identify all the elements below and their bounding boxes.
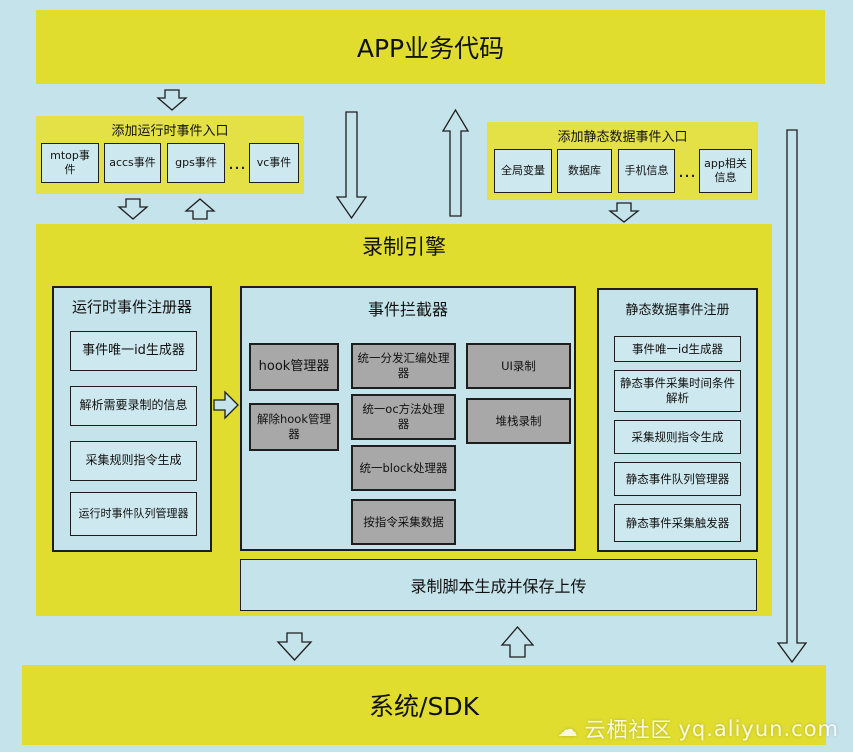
arrow-engine-to-app	[441, 108, 470, 217]
static-registrar-item-trigger: 静态事件采集触发器	[614, 504, 741, 542]
static-entry-ellipsis: …	[678, 160, 696, 182]
runtime-entry-box: 添加运行时事件入口 mtop事件 accs事件 gps事件 … vc事件	[36, 116, 304, 194]
script-upload-bar: 录制脚本生成并保存上传	[240, 559, 757, 611]
arrow-runtime-entry-down	[117, 198, 149, 220]
static-entry-box: 添加静态数据事件入口 全局变量 数据库 手机信息 … app相关信息	[487, 122, 758, 200]
static-registrar-item-rule: 采集规则指令生成	[614, 420, 741, 454]
app-layer: APP业务代码	[36, 10, 825, 84]
interceptor-block: 统一block处理器	[351, 445, 456, 491]
runtime-entry-item-vc: vc事件	[249, 143, 299, 183]
static-registrar-title: 静态数据事件注册	[625, 302, 730, 318]
static-registrar-item-time-condition: 静态事件采集时间条件解析	[614, 370, 741, 412]
script-upload-label: 录制脚本生成并保存上传	[410, 577, 587, 596]
static-registrar: 静态数据事件注册 事件唯一id生成器 静态事件采集时间条件解析 采集规则指令生成…	[597, 288, 758, 552]
static-entry-title: 添加静态数据事件入口	[557, 129, 688, 145]
watermark-brand: 云栖社区	[584, 718, 673, 742]
runtime-registrar-item-rule: 采集规则指令生成	[70, 441, 197, 481]
interceptor-oc-method: 统一oc方法处理器	[351, 394, 456, 440]
arrow-app-to-runtime-entry	[156, 89, 188, 111]
runtime-registrar-item-parse: 解析需要录制的信息	[70, 386, 197, 426]
static-entry-item-app: app相关信息	[699, 149, 752, 193]
static-entry-item-global: 全局变量	[494, 149, 552, 193]
arrow-system-to-engine	[500, 626, 535, 658]
runtime-entry-item-accs: accs事件	[104, 143, 161, 183]
app-layer-label: APP业务代码	[356, 34, 505, 63]
interceptor-ui-record: UI录制	[466, 343, 571, 389]
runtime-registrar-item-id: 事件唯一id生成器	[70, 331, 197, 371]
runtime-entry-item-gps: gps事件	[167, 143, 225, 183]
arrow-static-entry-down	[608, 202, 640, 223]
interceptor-hook-manager: hook管理器	[249, 343, 339, 391]
static-registrar-item-queue: 静态事件队列管理器	[614, 462, 741, 496]
runtime-registrar-item-queue: 运行时事件队列管理器	[70, 492, 197, 536]
interceptor-collect-data: 按指令采集数据	[351, 499, 456, 545]
arrow-registrar-to-interceptor	[213, 390, 239, 420]
interceptor-unhook-manager: 解除hook管理器	[249, 403, 339, 451]
arrow-runtime-entry-up	[184, 198, 216, 220]
runtime-entry-item-mtop: mtop事件	[41, 143, 99, 183]
event-interceptor: 事件拦截器 hook管理器 解除hook管理器 统一分发汇编处理器 统一oc方法…	[240, 286, 576, 551]
system-layer: 系统/SDK	[22, 665, 826, 745]
interceptor-stack-record: 堆栈录制	[466, 398, 571, 444]
watermark-cloud-icon: ☁	[557, 717, 579, 741]
watermark: ☁ 云栖社区 yq.aliyun.com	[557, 714, 839, 744]
watermark-url: yq.aliyun.com	[678, 717, 839, 741]
engine-title: 录制引擎	[362, 235, 446, 259]
static-entry-item-database: 数据库	[557, 149, 612, 193]
runtime-registrar-title: 运行时事件注册器	[71, 297, 192, 316]
event-interceptor-title: 事件拦截器	[367, 300, 448, 319]
interceptor-dispatch-asm: 统一分发汇编处理器	[351, 343, 456, 389]
runtime-registrar: 运行时事件注册器 事件唯一id生成器 解析需要录制的信息 采集规则指令生成 运行…	[52, 286, 212, 552]
arrow-engine-to-system	[276, 632, 313, 661]
arrow-app-to-engine	[335, 111, 368, 220]
static-registrar-item-id: 事件唯一id生成器	[614, 336, 741, 362]
arrow-app-to-system	[776, 129, 808, 664]
runtime-entry-ellipsis: …	[228, 152, 246, 174]
static-entry-item-phone: 手机信息	[618, 149, 675, 193]
system-layer-label: 系统/SDK	[369, 692, 479, 721]
runtime-entry-title: 添加运行时事件入口	[111, 123, 229, 139]
